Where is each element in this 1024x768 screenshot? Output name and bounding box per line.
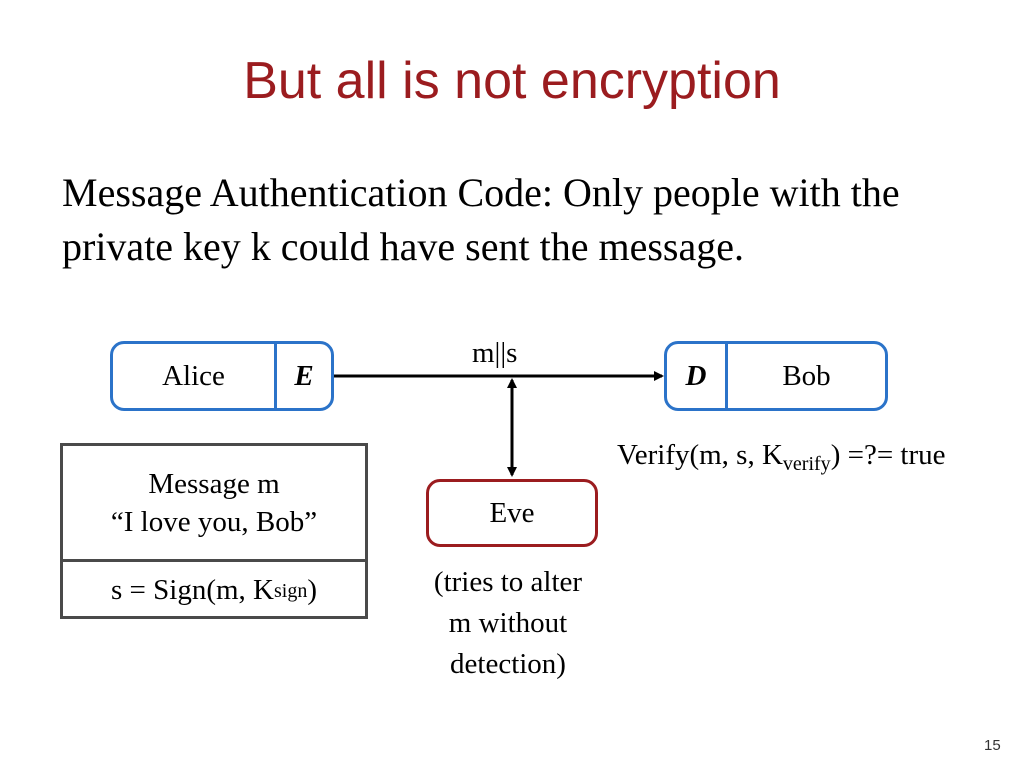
page-number: 15 <box>984 737 1001 754</box>
encrypt-op-label: E <box>294 359 314 392</box>
channel-label: m||s <box>472 337 518 369</box>
message-quote: “I love you, Bob” <box>110 505 318 538</box>
alice-label: Alice <box>113 344 277 408</box>
decrypt-op-label: D <box>685 359 707 392</box>
message-line: Message m <box>148 467 280 500</box>
slide-body-text: Message Authentication Code: Only people… <box>62 170 900 269</box>
alice-node: Alice E <box>110 341 334 411</box>
eve-node: Eve <box>426 479 598 547</box>
slide-title: But all is not encryption <box>243 52 781 110</box>
message-box: Message m “I love you, Bob” s = Sign(m, … <box>60 443 368 619</box>
eve-note: (tries to alter m without detection) <box>433 566 583 680</box>
message-content: Message m “I love you, Bob” <box>63 446 365 562</box>
bob-label: Bob <box>725 344 885 408</box>
verify-expression: Verify(m, s, Kverify) =?= true <box>617 439 946 475</box>
bob-node: D Bob <box>664 341 888 411</box>
